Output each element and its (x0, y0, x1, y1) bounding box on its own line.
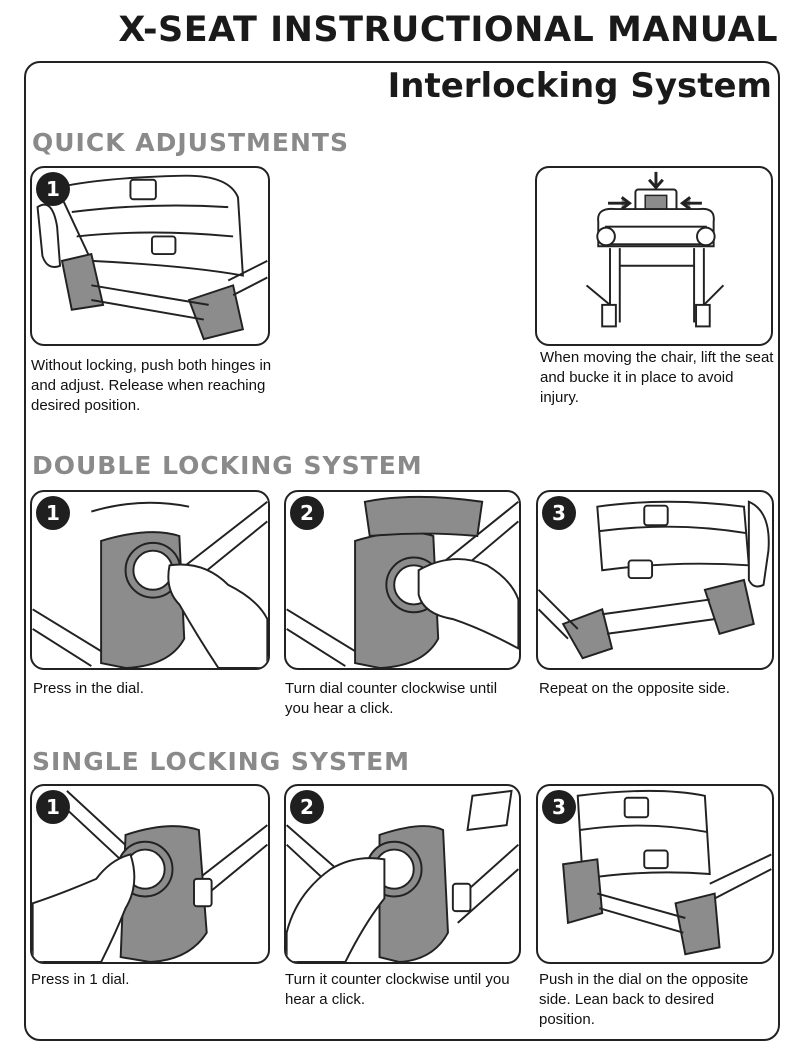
press-dial-illustration (32, 501, 268, 668)
manual-title: X-SEAT INSTRUCTIONAL MANUAL (118, 10, 778, 50)
seat-hinge-illustration (36, 174, 268, 341)
content-frame (24, 61, 780, 1041)
step-number-badge: 1 (36, 172, 70, 206)
step-number-badge: 2 (290, 496, 324, 530)
press-single-dial-illustration (32, 790, 268, 962)
single-step-1-illustration: 1 (30, 784, 270, 964)
double-step-1-caption: Press in the dial. (33, 680, 144, 697)
double-step-2-caption: Turn dial counter clockwise until you he… (285, 680, 498, 717)
page-subtitle: Interlocking System (387, 66, 772, 106)
single-step-3-caption: Push in the dial on the opposite side. L… (539, 971, 749, 1028)
lean-back-illustration (562, 789, 772, 956)
quick-step-1-caption: Without locking, push both hinges in and… (31, 357, 272, 414)
step-number-badge: 2 (290, 790, 324, 824)
turn-dial-illustration (286, 495, 519, 668)
double-locking-heading: DOUBLE LOCKING SYSTEM (32, 451, 423, 480)
quick-step-2-caption: When moving the chair, lift the seat and… (540, 349, 774, 406)
chair-frame-illustration (585, 171, 725, 328)
quick-step-1-illustration: 1 (30, 166, 270, 346)
step-number-badge: 3 (542, 790, 576, 824)
double-step-2-illustration: 2 (284, 490, 521, 670)
single-step-1-caption: Press in 1 dial. (31, 971, 130, 988)
step-number-badge: 3 (542, 496, 576, 530)
double-step-3-caption: Repeat on the opposite side. (539, 680, 730, 697)
single-step-2-illustration: 2 (284, 784, 521, 964)
turn-single-dial-illustration (286, 789, 519, 962)
step-number-badge: 1 (36, 790, 70, 824)
quick-step-2-illustration (535, 166, 773, 346)
opposite-side-illustration (538, 500, 770, 660)
single-step-3-illustration: 3 (536, 784, 774, 964)
step-number-badge: 1 (36, 496, 70, 530)
single-step-2-caption: Turn it counter clockwise until you hear… (285, 971, 510, 1008)
quick-adjustments-heading: QUICK ADJUSTMENTS (32, 128, 349, 157)
double-step-3-illustration: 3 (536, 490, 774, 670)
single-locking-heading: SINGLE LOCKING SYSTEM (32, 747, 411, 776)
double-step-1-illustration: 1 (30, 490, 270, 670)
